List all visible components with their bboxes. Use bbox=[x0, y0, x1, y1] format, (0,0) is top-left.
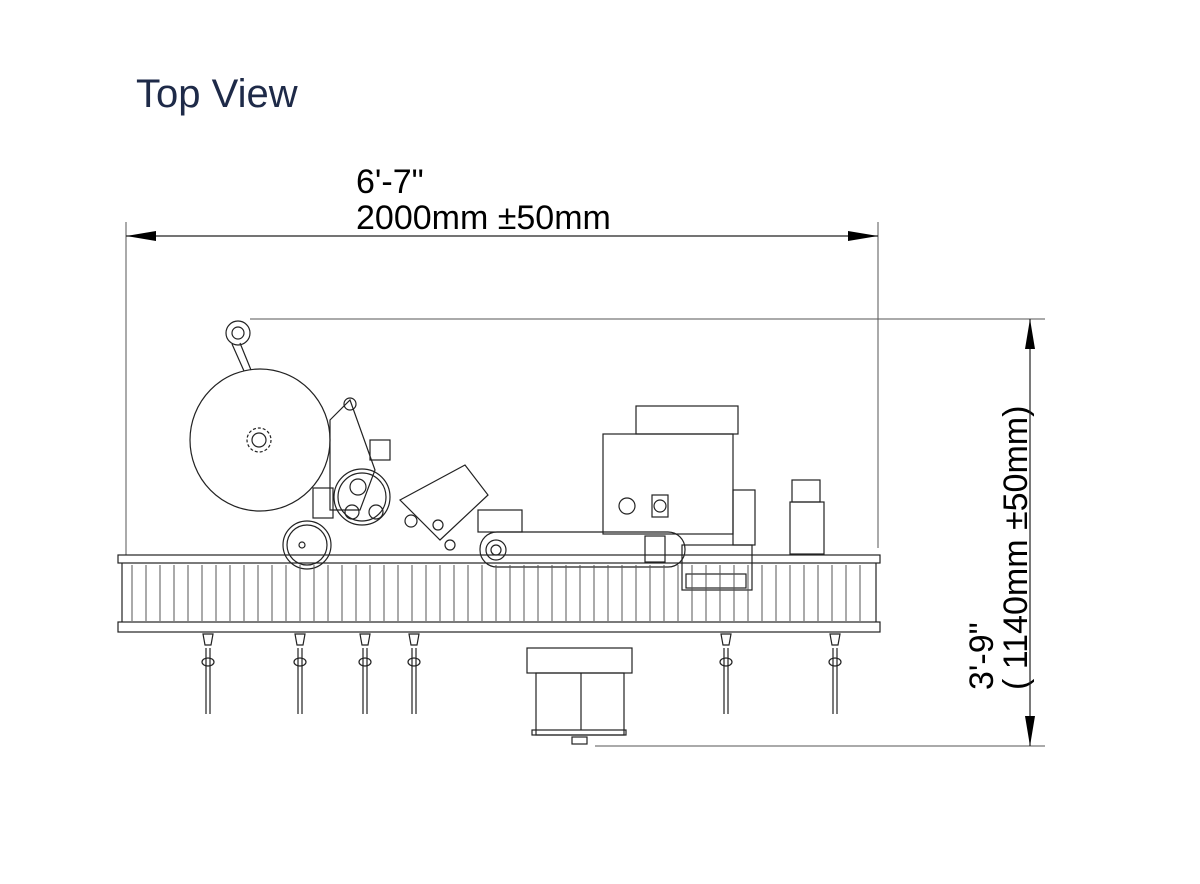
conveyor-stand bbox=[719, 633, 733, 714]
width-metric: 2000mm ±50mm bbox=[356, 199, 611, 237]
width-dimension-label: 6'-7" 2000mm ±50mm bbox=[356, 164, 611, 236]
bottom-bracket bbox=[526, 647, 633, 745]
depth-dimension-line bbox=[250, 318, 1045, 747]
conveyor-stand bbox=[293, 633, 307, 714]
conveyor-stand bbox=[358, 633, 372, 714]
applicator-head bbox=[282, 397, 523, 570]
control-box bbox=[602, 405, 825, 591]
conveyor-stand bbox=[201, 633, 215, 714]
conveyor-stand bbox=[407, 633, 421, 714]
conveyor-stand bbox=[828, 633, 842, 714]
side-belt bbox=[479, 531, 686, 568]
width-imperial: 6'-7" bbox=[356, 163, 424, 201]
label-roll bbox=[189, 320, 331, 512]
conveyor-slats bbox=[131, 565, 861, 621]
width-dimension-line bbox=[125, 222, 879, 555]
conveyor bbox=[117, 554, 881, 633]
conveyor-stands bbox=[201, 633, 842, 714]
view-title: Top View bbox=[136, 72, 298, 116]
